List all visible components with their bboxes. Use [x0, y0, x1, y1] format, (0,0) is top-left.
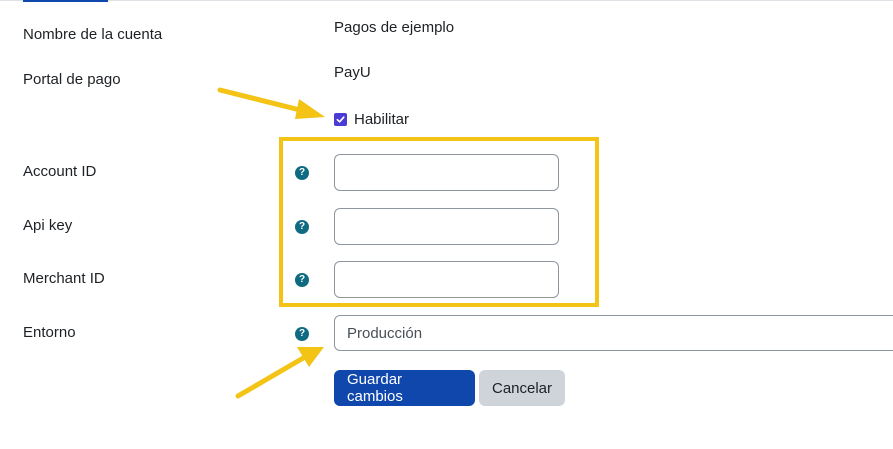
- enable-checkbox[interactable]: [334, 113, 347, 126]
- highlight-box: [279, 137, 599, 307]
- api-key-label: Api key: [23, 217, 73, 234]
- account-name-value: Pagos de ejemplo: [334, 19, 455, 36]
- account-id-input[interactable]: [334, 154, 559, 191]
- gateway-value: PayU: [334, 64, 371, 81]
- merchant-id-label: Merchant ID: [23, 270, 105, 287]
- environment-select[interactable]: Producción: [334, 315, 893, 351]
- help-icon[interactable]: ?: [295, 327, 309, 341]
- save-button[interactable]: Guardar cambios: [334, 370, 475, 406]
- api-key-input[interactable]: [334, 208, 559, 245]
- help-icon[interactable]: ?: [295, 220, 309, 234]
- account-name-label: Nombre de la cuenta: [23, 26, 163, 43]
- help-icon[interactable]: ?: [295, 273, 309, 287]
- account-id-label: Account ID: [23, 163, 97, 180]
- merchant-id-input[interactable]: [334, 261, 559, 298]
- arrow-icon: [217, 87, 325, 119]
- help-icon[interactable]: ?: [295, 166, 309, 180]
- arrow-icon: [235, 347, 324, 399]
- environment-label: Entorno: [23, 324, 76, 341]
- environment-selected-value: Producción: [347, 324, 423, 342]
- gateway-label: Portal de pago: [23, 71, 121, 88]
- active-tab-indicator: [23, 0, 108, 2]
- enable-checkbox-label[interactable]: Habilitar: [354, 111, 410, 128]
- top-divider: [0, 0, 893, 1]
- enable-checkbox-row[interactable]: Habilitar: [334, 111, 409, 128]
- checkmark-icon: [336, 116, 345, 123]
- cancel-button[interactable]: Cancelar: [479, 370, 565, 406]
